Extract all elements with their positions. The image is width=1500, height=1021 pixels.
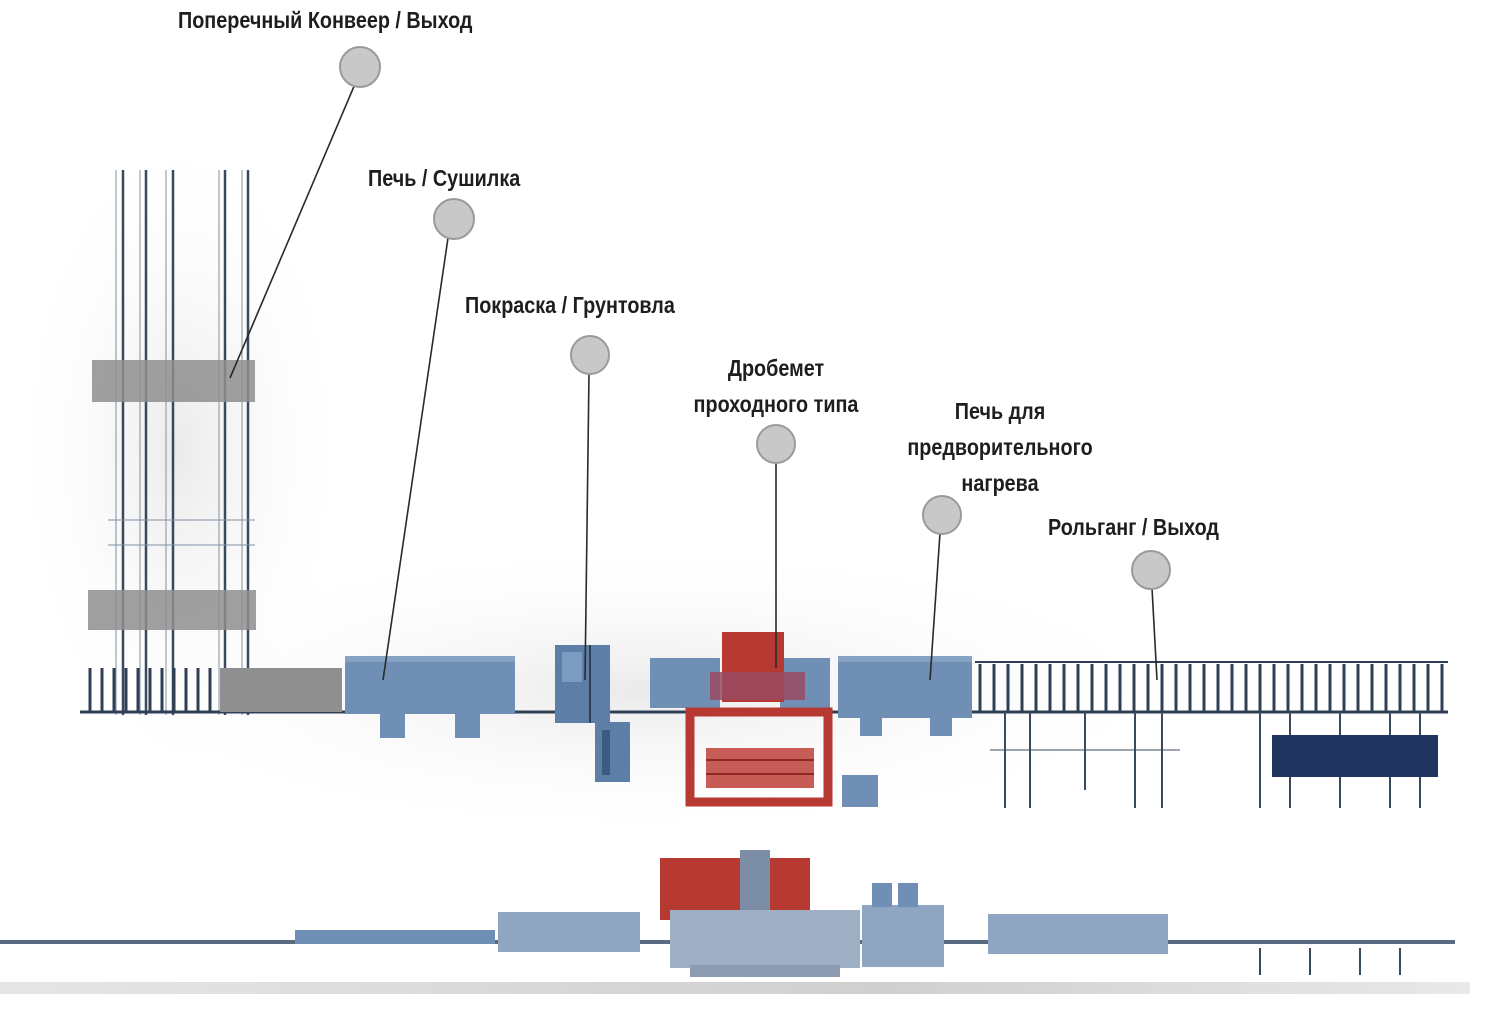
side-elevation-view (0, 850, 1455, 977)
label-painting-priming: Покраска / Грунтовла (465, 292, 675, 318)
marker-roller-conveyor (1131, 550, 1171, 590)
floor-line (0, 982, 1470, 994)
label-oven-dryer: Печь / Сушилка (368, 165, 521, 191)
leader-line-oven-dryer (382, 237, 449, 681)
label-preheat-furnace-line-1: Печь для (954, 398, 1046, 424)
leader-lines (229, 83, 1158, 681)
transfer-table (220, 668, 342, 712)
label-shot-blaster-line-1: Дробемет (727, 355, 825, 381)
label-preheat-furnace-line-3: нагрева (961, 470, 1039, 496)
markers (339, 46, 1171, 590)
background-shadow (80, 540, 1200, 840)
preheat-furnace-unit (838, 656, 972, 736)
cross-conveyor-beam-upper (92, 360, 255, 402)
leader-line-roller-conveyor (1151, 587, 1158, 681)
painting-priming-unit (555, 645, 630, 782)
marker-oven-dryer (433, 198, 475, 240)
marker-cross-conveyor (339, 46, 381, 88)
label-cross-conveyor: Поперечный Конвеер / Выход (178, 7, 473, 33)
marker-painting-priming (570, 335, 610, 375)
leader-line-preheat-furnace (929, 532, 941, 681)
entry-rollers (88, 668, 212, 712)
marker-shot-blaster (756, 424, 796, 464)
exit-rollers (978, 664, 1444, 712)
label-preheat-furnace: Печь для предворительного нагрева (885, 393, 1115, 501)
leader-line-painting-priming (584, 373, 590, 681)
exit-storage-area (990, 712, 1421, 808)
oven-dryer-unit (345, 656, 515, 738)
shot-blaster-unit (650, 632, 878, 807)
finished-goods-stack (1272, 735, 1438, 777)
marker-preheat-furnace (922, 495, 962, 535)
label-shot-blaster-line-2: проходного типа (693, 391, 859, 417)
cross-conveyor-beam-lower (88, 590, 256, 630)
label-preheat-furnace-line-2: предворительного (907, 434, 1093, 460)
label-shot-blaster: Дробемет проходного типа (676, 350, 876, 422)
leader-line-cross-conveyor (229, 83, 356, 379)
label-roller-conveyor: Рольганг / Выход (1048, 514, 1219, 540)
